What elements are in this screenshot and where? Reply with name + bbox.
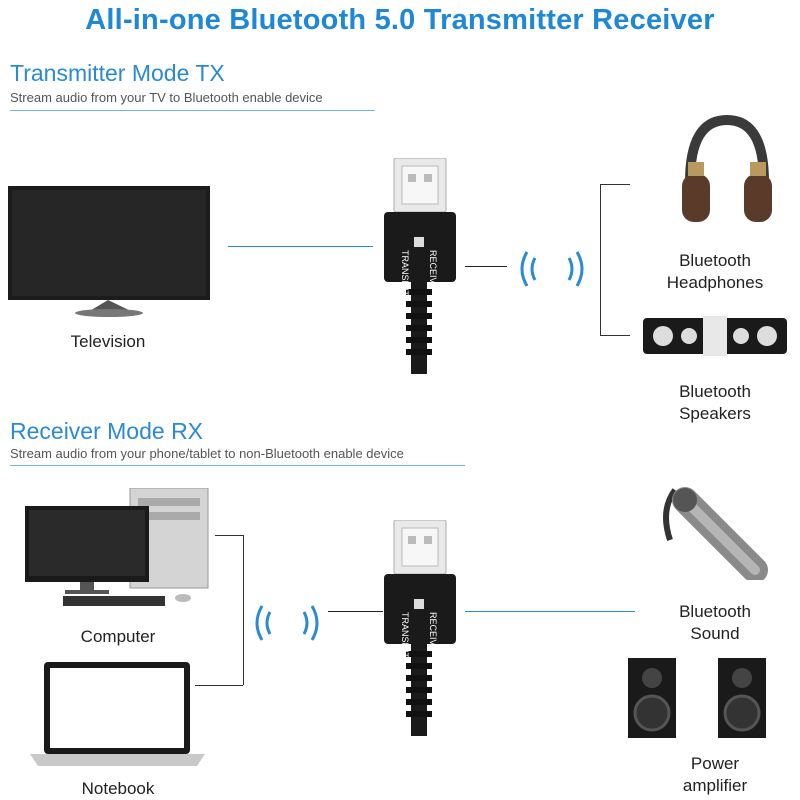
rx-bracket-top (215, 535, 243, 536)
tx-input-line (228, 246, 373, 247)
power-amplifier-label-line1: Power (690, 754, 740, 773)
notebook-image (30, 662, 205, 770)
computer-image (25, 488, 215, 608)
tx-bluetooth-waves-icon (517, 244, 587, 294)
television-label: Television (70, 332, 146, 351)
tx-bracket-bottom (600, 335, 630, 336)
power-amplifier-image (628, 658, 768, 740)
headphones-label-line1: Bluetooth (679, 251, 751, 270)
tx-divider (10, 110, 375, 111)
tx-bracket-top (600, 184, 630, 185)
tx-dongle-button-icon (414, 237, 424, 247)
rx-divider (10, 465, 465, 466)
bluetooth-sound-label-line1: Bluetooth (679, 602, 751, 621)
page-title: All-in-one Bluetooth 5.0 Transmitter Rec… (85, 4, 715, 36)
speakers-label-line2: Speakers (679, 404, 751, 423)
rx-output-line (465, 611, 635, 612)
rx-bluetooth-waves-icon (252, 598, 322, 648)
power-amplifier-label-line2: amplifier (682, 776, 748, 795)
rx-transmit-label: TRANSMIT (400, 612, 410, 658)
tx-transmit-label: TRANSMIT (400, 250, 410, 296)
tx-dongle-image (384, 158, 464, 374)
bluetooth-sound-label-line2: Sound (690, 624, 740, 643)
rx-receive-label: RECEIVE (428, 612, 438, 652)
rx-dongle-button-icon (414, 599, 424, 609)
rx-heading: Receiver Mode RX (10, 418, 204, 444)
computer-label: Computer (80, 627, 156, 646)
headphones-image (678, 112, 776, 232)
rx-subheading: Stream audio from your phone/tablet to n… (10, 446, 404, 461)
tx-bracket-vertical (600, 184, 601, 336)
tx-heading: Transmitter Mode TX (10, 60, 225, 86)
tx-output-line (465, 266, 507, 267)
television-image (8, 186, 210, 321)
rx-dongle-image (384, 520, 464, 736)
speakers-image (643, 316, 787, 356)
rx-input-line (328, 611, 383, 612)
rx-bracket-vertical (243, 535, 244, 685)
notebook-label: Notebook (81, 779, 155, 798)
rx-bracket-bottom (195, 685, 243, 686)
tx-receive-label: RECEIVE (428, 250, 438, 290)
bluetooth-headset-image (655, 470, 775, 580)
speakers-label-line1: Bluetooth (679, 382, 751, 401)
tx-subheading: Stream audio from your TV to Bluetooth e… (10, 90, 323, 105)
headphones-label-line2: Headphones (666, 273, 764, 292)
